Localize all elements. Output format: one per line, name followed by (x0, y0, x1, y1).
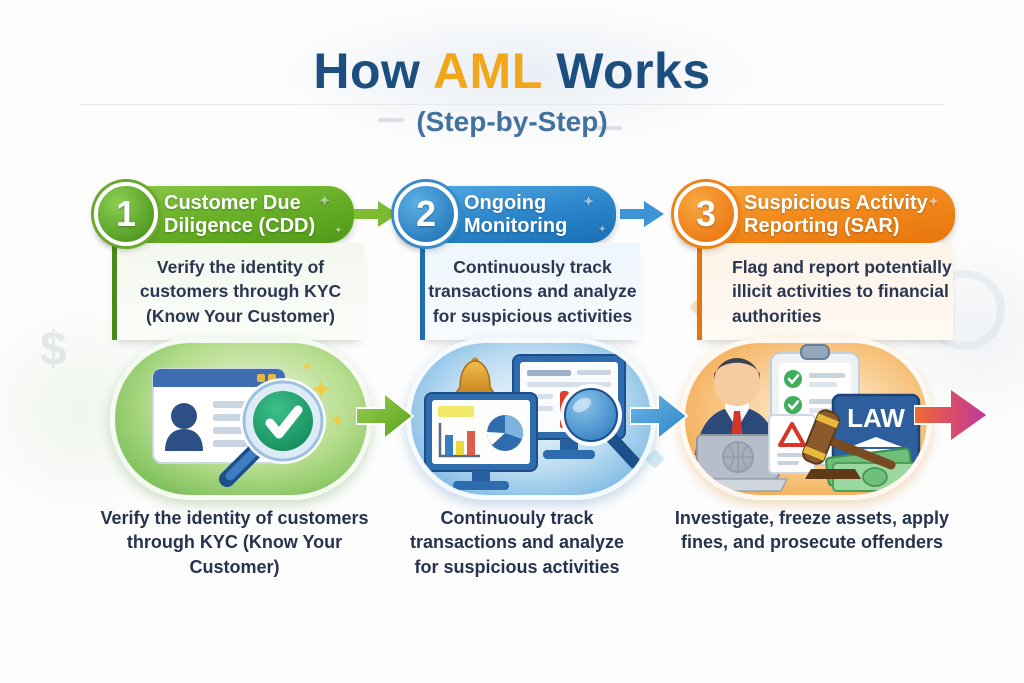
step2-number-badge: 2 (394, 182, 458, 246)
title-word-works: Works (556, 43, 711, 99)
step3-header-pill: Suspicious Activity Reporting (SAR) ✦ (678, 186, 955, 243)
step1-title: Customer Due Diligence (CDD) (164, 192, 316, 237)
laptop-icon (687, 434, 789, 492)
chart-monitor-icon (424, 392, 538, 490)
sparkle-icon: ✦ (598, 223, 606, 234)
check-item-icon (784, 370, 845, 388)
step3-title: Suspicious Activity Reporting (SAR) (744, 192, 928, 237)
step3-description: Flag and report potentially illicit acti… (732, 256, 952, 326)
dollar-watermark-icon: $ (40, 323, 67, 376)
arrow-right-icon (620, 201, 664, 227)
page-title: How AML Works (0, 42, 1024, 100)
checkmark-icon (265, 405, 303, 439)
page-subtitle: (Step-by-Step) (416, 106, 608, 137)
id-card-verification-graphic (152, 361, 344, 487)
step2-title: Ongoing Monitoring (464, 192, 568, 237)
sparkle-icon: ✦ (319, 193, 330, 208)
step1-description: Verify the identity of customers through… (139, 256, 342, 326)
title-word-how: How (313, 43, 421, 99)
arrow-right-icon (356, 390, 414, 442)
step1-description-card: Verify the identity of customers through… (112, 243, 364, 340)
step1-illustration (110, 338, 372, 500)
step3-illustration: LAW (680, 338, 932, 500)
pie-chart-icon (486, 414, 524, 451)
step2-caption: Continuouly track transactions and analy… (409, 508, 625, 577)
final-arrow-right-icon (914, 386, 990, 444)
arrow-right-icon (630, 390, 688, 442)
sparkle-icon: ✦ (928, 194, 939, 209)
magnifier-icon (219, 378, 326, 487)
checkmark-circle-icon (253, 391, 313, 451)
warning-document-icon (768, 414, 816, 474)
law-sign-label: LAW (847, 403, 905, 433)
step2-illustration (406, 338, 656, 500)
monitoring-graphic (424, 354, 641, 490)
sparkle-icon (302, 361, 344, 427)
step1-caption: Verify the identity of customers through… (100, 508, 369, 577)
arrow-right-icon (354, 201, 398, 227)
sparkle-icon: ✦ (583, 194, 594, 209)
step3-description-card: Flag and report potentially illicit acti… (697, 243, 953, 340)
bar-chart-icon (438, 423, 480, 458)
globe-icon (722, 441, 754, 473)
step2-description: Continuously track transactions and anal… (428, 256, 637, 326)
gavel-icon (802, 409, 896, 479)
title-divider (80, 104, 944, 105)
sparkle-icon: ✦ (334, 224, 342, 235)
magnifier-icon (560, 384, 641, 469)
enforcement-graphic: LAW (687, 344, 921, 492)
step3-number-badge: 3 (674, 182, 738, 246)
step1-number-badge: 1 (94, 182, 158, 246)
title-word-aml: AML (432, 43, 542, 99)
step3-caption: Investigate, freeze assets, apply fines,… (674, 508, 950, 553)
step2-description-card: Continuously track transactions and anal… (420, 243, 640, 340)
